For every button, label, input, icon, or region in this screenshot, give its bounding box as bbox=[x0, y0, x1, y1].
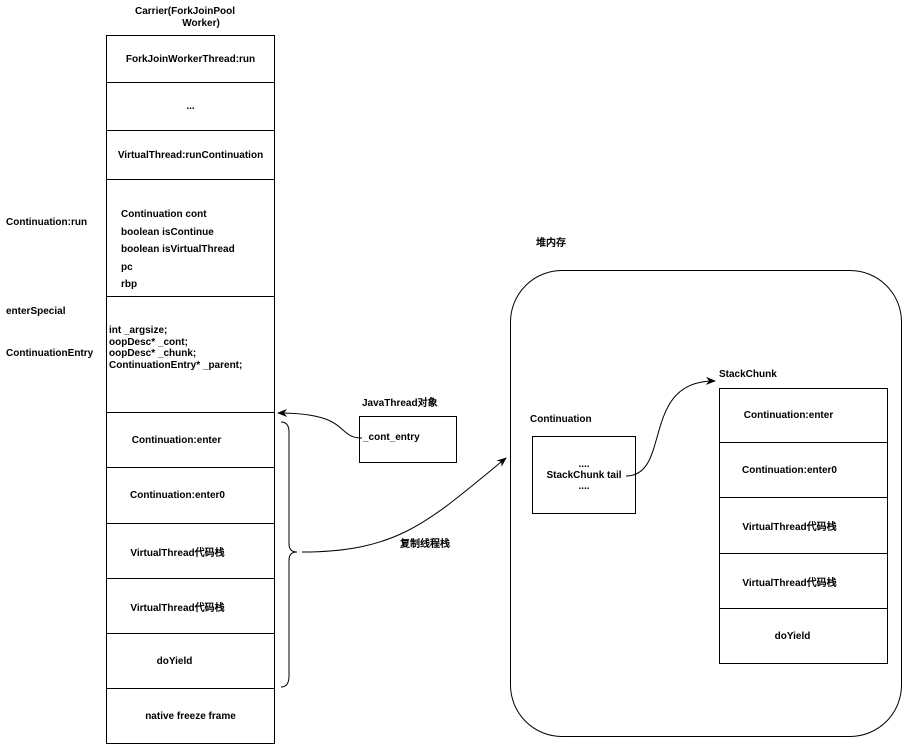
frame-continuation-enter0-label: Continuation:enter0 bbox=[130, 490, 225, 501]
frame-forkjoin-run-label: ForkJoinWorkerThread:run bbox=[125, 53, 256, 65]
frame-continuation-run: Continuation cont boolean isContinue boo… bbox=[106, 179, 275, 297]
field-is-continue: boolean isContinue bbox=[121, 226, 214, 238]
frame-vt-stack-1: VirtualThread代码栈 bbox=[106, 523, 275, 579]
java-thread-field: _cont_entry bbox=[363, 432, 420, 443]
carrier-title-line2: Worker) bbox=[182, 18, 220, 29]
frame-continuation-enter-label: Continuation:enter bbox=[131, 434, 222, 446]
continuation-entry-fields: int _argsize; oopDesc* _cont; oopDesc* _… bbox=[109, 325, 242, 371]
frame-native-freeze: native freeze frame bbox=[106, 688, 275, 744]
frame-run-continuation: VirtualThread:runContinuation bbox=[106, 130, 275, 180]
chunk-frame-enter-label: Continuation:enter bbox=[743, 410, 834, 421]
continuation-run-fields: Continuation cont boolean isContinue boo… bbox=[121, 206, 235, 294]
copied-frames-brace bbox=[280, 421, 298, 688]
frame-continuation-entry: int _argsize; oopDesc* _cont; oopDesc* _… bbox=[106, 296, 275, 413]
chunk-frame-vt-stack-1-label: VirtualThread代码栈 bbox=[742, 522, 837, 533]
frame-ellipsis: ... bbox=[106, 82, 275, 131]
heap-continuation-title: Continuation bbox=[530, 414, 592, 425]
label-continuation-entry: ContinuationEntry bbox=[6, 348, 94, 359]
field-pc: pc bbox=[121, 261, 133, 273]
heap-continuation-box: .... StackChunk tail .... bbox=[532, 436, 636, 514]
carrier-title-line1: Carrier(ForkJoinPool bbox=[135, 6, 236, 17]
frame-do-yield-label: doYield bbox=[156, 655, 193, 667]
heap-continuation-line-1: .... bbox=[578, 459, 590, 470]
frame-vt-stack-2: VirtualThread代码栈 bbox=[106, 578, 275, 634]
heap-continuation-tail: StackChunk tail bbox=[546, 470, 622, 481]
heap-continuation-line-3: .... bbox=[578, 481, 590, 492]
heap-region bbox=[510, 270, 902, 737]
frame-do-yield: doYield bbox=[106, 633, 275, 689]
field-parent: ContinuationEntry* _parent; bbox=[109, 359, 243, 371]
heap-continuation-lines: .... StackChunk tail .... bbox=[533, 459, 635, 492]
frame-native-freeze-label: native freeze frame bbox=[145, 710, 236, 722]
field-rbp: rbp bbox=[121, 279, 138, 290]
copy-stack-arrow bbox=[301, 457, 507, 553]
field-continuation-cont: Continuation cont bbox=[121, 209, 207, 220]
frame-continuation-enter: Continuation:enter bbox=[106, 412, 275, 468]
frame-ellipsis-label: ... bbox=[186, 101, 195, 112]
field-cont: oopDesc* _cont; bbox=[109, 336, 188, 348]
frame-continuation-enter0: Continuation:enter0 bbox=[106, 467, 275, 524]
chunk-frame-vt-stack-2-label: VirtualThread代码栈 bbox=[742, 577, 837, 589]
chunk-frame-do-yield-label: doYield bbox=[774, 630, 811, 642]
field-argsize: int _argsize; bbox=[109, 325, 168, 336]
field-is-virtual-thread: boolean isVirtualThread bbox=[121, 244, 235, 255]
chunk-frame-enter0: Continuation:enter0 bbox=[719, 442, 888, 498]
chunk-frame-enter: Continuation:enter bbox=[719, 388, 888, 443]
stack-chunk-title: StackChunk bbox=[719, 369, 777, 380]
frame-vt-stack-1-label: VirtualThread代码栈 bbox=[130, 547, 225, 559]
label-continuation-run: Continuation:run bbox=[6, 217, 88, 228]
frame-run-continuation-label: VirtualThread:runContinuation bbox=[117, 149, 264, 161]
chunk-frame-vt-stack-2: VirtualThread代码栈 bbox=[719, 553, 888, 609]
heap-title: 堆内存 bbox=[536, 238, 566, 249]
label-enter-special: enterSpecial bbox=[6, 306, 66, 317]
copy-stack-label: 复制线程栈 bbox=[400, 539, 450, 550]
frame-forkjoin-run: ForkJoinWorkerThread:run bbox=[106, 35, 275, 83]
frame-vt-stack-2-label: VirtualThread代码栈 bbox=[130, 602, 225, 614]
java-thread-box: _cont_entry bbox=[359, 416, 457, 463]
cont-entry-arrow bbox=[277, 409, 363, 439]
java-thread-title: JavaThread对象 bbox=[362, 398, 438, 409]
field-chunk: oopDesc* _chunk; bbox=[109, 348, 197, 359]
carrier-title: Carrier(ForkJoinPool Worker) bbox=[135, 6, 235, 30]
chunk-frame-do-yield: doYield bbox=[719, 608, 888, 664]
chunk-frame-vt-stack-1: VirtualThread代码栈 bbox=[719, 497, 888, 554]
chunk-frame-enter0-label: Continuation:enter0 bbox=[742, 464, 837, 476]
